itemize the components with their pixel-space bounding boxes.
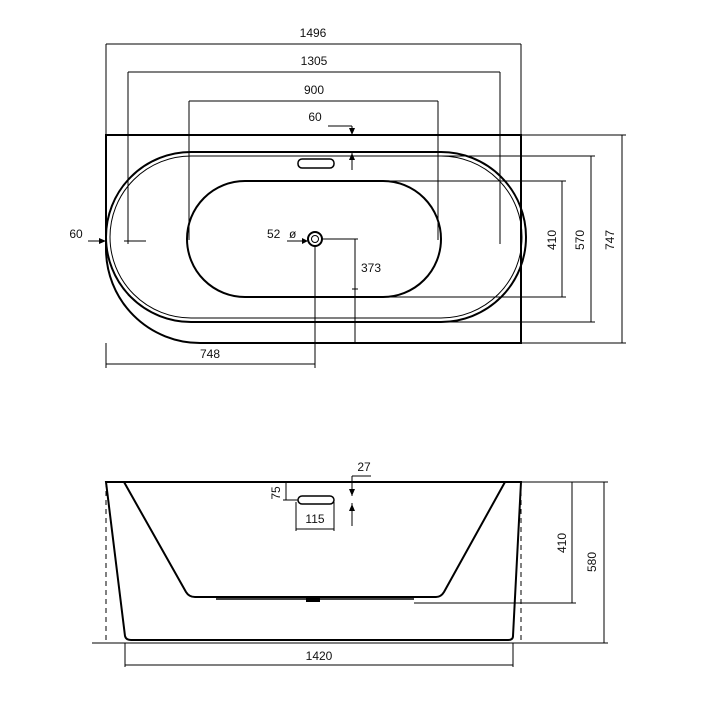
tub-rim-inner-line xyxy=(109,155,523,319)
dim-1420: 1420 xyxy=(124,643,514,667)
dim-27: 27 xyxy=(349,460,371,526)
dim-115: 115 xyxy=(295,502,335,531)
dim-1305: 1305 xyxy=(127,54,501,244)
dim-60-top: 60 xyxy=(308,110,355,170)
tub-side-drain xyxy=(306,598,320,602)
dim-373: 373 xyxy=(322,238,381,343)
overflow-slot xyxy=(297,158,335,169)
dim-75-label: 75 xyxy=(269,486,283,500)
dim-747-label: 747 xyxy=(603,230,617,250)
tub-outer-outline xyxy=(105,134,522,344)
dim-60-top-label: 60 xyxy=(308,110,322,124)
tub-basin-outline xyxy=(186,180,442,298)
dim-747: 747 xyxy=(521,134,626,344)
dim-60-left-label: 60 xyxy=(69,227,83,241)
dim-52-diameter: 52 ø xyxy=(267,227,308,244)
dim-diameter-symbol: ø xyxy=(289,227,297,241)
side-overflow xyxy=(297,495,335,505)
dim-580-label: 580 xyxy=(585,552,599,572)
dim-75: 75 xyxy=(269,482,298,501)
dim-410-side-label: 410 xyxy=(555,533,569,553)
dim-373-label: 373 xyxy=(361,261,381,275)
dim-580: 580 xyxy=(521,481,608,644)
dim-748: 748 xyxy=(105,247,316,368)
dim-410-top-label: 410 xyxy=(545,230,559,250)
dim-570: 570 xyxy=(441,155,595,323)
drain-inner xyxy=(311,235,319,243)
tub-side-profile xyxy=(104,481,523,641)
dim-27-label: 27 xyxy=(357,460,371,474)
side-view: 27 75 115 410 580 xyxy=(92,460,608,667)
tub-side-basin xyxy=(123,481,506,598)
dim-115-label: 115 xyxy=(305,512,324,526)
dim-1496-label: 1496 xyxy=(300,26,327,40)
dim-1496: 1496 xyxy=(105,26,522,135)
dim-900-label: 900 xyxy=(304,83,324,97)
dim-900: 900 xyxy=(188,83,439,240)
top-view: 1496 1305 900 60 6 xyxy=(69,26,626,368)
dim-570-label: 570 xyxy=(573,230,587,250)
dim-1305-label: 1305 xyxy=(301,54,328,68)
dim-748-label: 748 xyxy=(200,347,220,361)
dim-410-top: 410 xyxy=(383,180,566,298)
dim-60-left: 60 xyxy=(69,227,146,244)
dim-52-label: 52 xyxy=(267,227,281,241)
dim-1420-label: 1420 xyxy=(306,649,333,663)
drain-outer xyxy=(307,231,323,247)
